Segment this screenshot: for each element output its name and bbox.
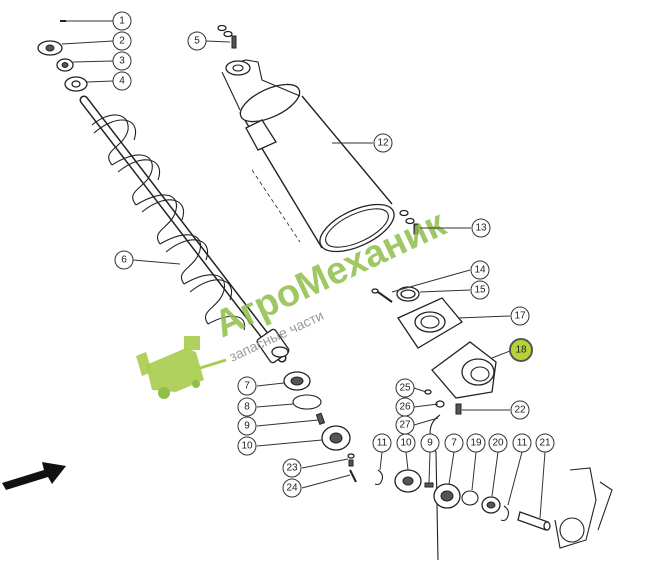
fitting-part-23: [347, 453, 355, 467]
callout-15: 15: [470, 280, 490, 300]
bolt-part-14: [371, 288, 393, 303]
svg-text:24: 24: [286, 483, 298, 494]
callout-7-left: 7: [237, 376, 257, 396]
bearing-part-7-bottom: [433, 483, 461, 509]
circlip-part-8: [292, 394, 322, 410]
callout-26: 26: [395, 397, 415, 417]
callout-9-left: 9: [237, 416, 257, 436]
auger-assembly: [79, 95, 290, 364]
chain-drive-fragment: [554, 467, 613, 549]
direction-arrow-icon: [2, 462, 66, 490]
washer-part-4: [64, 76, 88, 92]
gear-housing-part-18: [431, 341, 497, 399]
callout-6: 6: [114, 250, 134, 270]
gear-part-10: [321, 425, 351, 451]
callout-23: 23: [282, 458, 302, 478]
key-part-9-bottom: [424, 482, 434, 488]
svg-text:25: 25: [399, 383, 411, 394]
svg-text:17: 17: [514, 311, 526, 322]
circlip-part-11-left: [374, 469, 384, 486]
callout-1: 1: [112, 11, 132, 31]
key-part-9: [315, 412, 326, 426]
leader-lines: [61, 20, 546, 519]
svg-text:10: 10: [400, 438, 412, 449]
svg-text:9: 9: [427, 438, 433, 449]
callout-22: 22: [510, 400, 530, 420]
bearing-part-3: [56, 58, 74, 72]
shaft-part-21: [517, 511, 551, 531]
callout-12: 12: [373, 133, 393, 153]
flange-part-2: [37, 40, 63, 56]
callout-2: 2: [112, 31, 132, 51]
callout-24: 24: [282, 478, 302, 498]
svg-text:3: 3: [119, 56, 125, 67]
svg-text:22: 22: [514, 405, 526, 416]
pipe-parts-25-27: [424, 389, 445, 561]
svg-text:12: 12: [377, 138, 389, 149]
svg-text:11: 11: [517, 438, 528, 449]
callout-21: 21: [535, 433, 555, 453]
callout-10-bottom: 10: [396, 433, 416, 453]
bolt-part-5: [217, 24, 237, 49]
seal-ring-part-15: [396, 286, 420, 302]
svg-text:4: 4: [119, 76, 125, 87]
fitting-part-22: [455, 403, 462, 415]
svg-text:8: 8: [244, 402, 250, 413]
seal-part-19: [461, 490, 479, 506]
callout-8: 8: [237, 397, 257, 417]
svg-text:27: 27: [399, 420, 411, 431]
callout-25: 25: [395, 378, 415, 398]
screw-part-13: [399, 209, 419, 235]
svg-text:7: 7: [451, 438, 457, 449]
callout-20: 20: [488, 433, 508, 453]
svg-text:26: 26: [399, 402, 411, 413]
svg-text:5: 5: [194, 36, 200, 47]
circlip-part-11-right: [500, 505, 510, 522]
svg-text:20: 20: [492, 438, 504, 449]
flange-plate-part-17: [397, 297, 463, 349]
svg-text:2: 2: [119, 36, 125, 47]
callout-13: 13: [471, 218, 491, 238]
gear-part-10-bottom: [394, 469, 422, 493]
combine-harvester-logo-icon: [136, 336, 227, 399]
bushing-part-20: [481, 496, 501, 514]
callout-27: 27: [395, 415, 415, 435]
svg-text:15: 15: [474, 285, 486, 296]
svg-text:19: 19: [470, 438, 482, 449]
callout-7-bottom: 7: [444, 433, 464, 453]
bearing-part-7: [283, 371, 311, 391]
svg-text:18: 18: [515, 345, 527, 356]
callout-17: 17: [510, 306, 530, 326]
callout-11-left: 11: [372, 433, 392, 453]
tube-housing: [221, 59, 395, 253]
callouts: 1 2 3 4 5 6 12 13 14 15 17 18 7 8 9 10 2…: [112, 11, 555, 498]
svg-text:6: 6: [121, 255, 127, 266]
callout-5: 5: [187, 31, 207, 51]
svg-text:11: 11: [377, 438, 388, 449]
callout-10-left: 10: [237, 436, 257, 456]
svg-text:21: 21: [539, 438, 551, 449]
svg-text:13: 13: [475, 223, 487, 234]
callout-9-bottom: 9: [420, 433, 440, 453]
svg-text:10: 10: [241, 441, 253, 452]
callout-18-highlighted: 18: [509, 338, 533, 362]
callout-4: 4: [112, 71, 132, 91]
svg-text:14: 14: [474, 265, 486, 276]
svg-text:9: 9: [244, 421, 250, 432]
bolt-part-24: [349, 469, 357, 483]
callout-14: 14: [470, 260, 490, 280]
callout-19: 19: [466, 433, 486, 453]
callout-11-right: 11: [512, 433, 532, 453]
svg-text:23: 23: [286, 463, 298, 474]
svg-text:7: 7: [244, 381, 250, 392]
svg-text:1: 1: [119, 16, 125, 27]
callout-3: 3: [112, 51, 132, 71]
